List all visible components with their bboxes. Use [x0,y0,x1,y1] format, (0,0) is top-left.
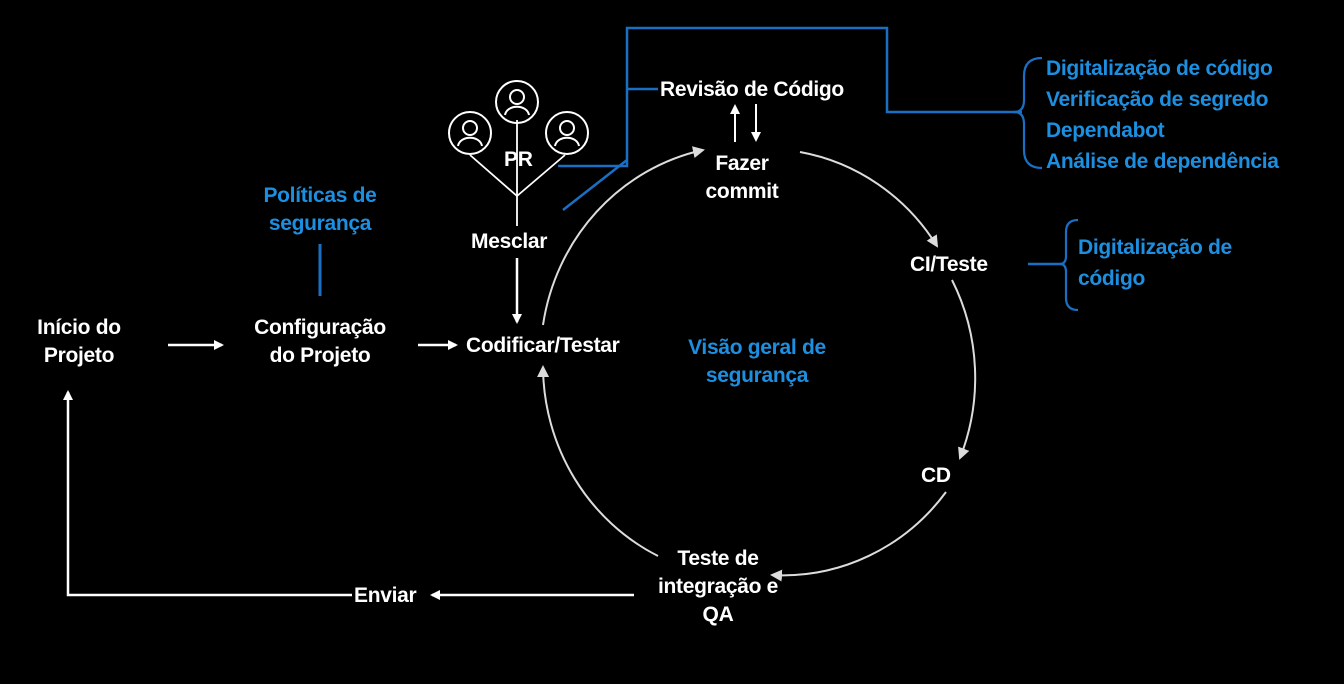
node-pr: PR [504,148,533,171]
reviewer-right-icon [545,111,589,155]
review-check-item: Dependabot [1046,119,1165,142]
node-commit-line1: Fazer [715,152,769,175]
node-integration-qa-line2: integração e [657,575,779,598]
node-cd: CD [921,464,951,487]
cycle-arc-commit-ci [799,151,939,248]
node-integration-qa-line3: QA [702,603,734,626]
arrow-ship-to-start [63,390,352,597]
node-project-start: Início do Projeto [34,314,124,370]
ci-checks-list: Digitalização de código [1078,232,1232,294]
annotation-security-overview: Visão geral de segurança [664,334,850,390]
pr-connector-right [516,154,566,197]
review-check-item: Verificação de segredo [1046,88,1269,111]
review-checks-list: Digitalização de código Verificação de s… [1046,53,1279,177]
review-checks-brace [1013,56,1043,170]
pr-to-review-checks-line [558,26,1022,168]
review-check-item: Digitalização de código [1046,57,1273,80]
node-integration-qa: Teste de integração e QA [638,545,798,629]
annotation-security-overview-line2: segurança [705,364,809,387]
node-code-test: Codificar/Testar [466,334,620,357]
node-ci-test: CI/Teste [910,253,988,276]
ci-check-item: Digitalização de [1078,236,1232,259]
merge-to-review-line [562,159,628,211]
annotation-security-policies-line2: segurança [268,212,372,235]
cycle-arc-qa-code [537,365,659,557]
review-check-item: Análise de dependência [1046,150,1279,173]
node-project-config: Configuração do Projeto [236,314,404,370]
node-project-config-line2: do Projeto [269,344,371,367]
reviewer-left-icon [448,111,492,155]
node-project-config-line1: Configuração [254,316,386,339]
ci-check-item: código [1078,267,1146,290]
node-merge: Mesclar [471,230,548,253]
node-integration-qa-line1: Teste de [677,547,759,570]
annotation-security-overview-line1: Visão geral de [688,336,826,359]
cycle-arc-ci-cd [951,279,977,460]
ci-checks-brace [1059,218,1079,312]
reviewer-center-icon [495,80,539,124]
annotation-security-policies: Políticas de segurança [234,182,406,238]
annotation-security-policies-line1: Políticas de [263,184,377,207]
node-commit: Fazer commit [697,150,787,206]
node-ship: Enviar [354,584,417,607]
cycle-arc-cd-qa [770,491,947,582]
cycle-arc-code-commit [542,146,705,326]
node-project-start-line2: Projeto [43,344,115,367]
node-project-start-line1: Início do [37,316,121,339]
node-commit-line2: commit [705,180,779,203]
node-code-review: Revisão de Código [660,78,844,101]
pr-connector-left [469,154,518,197]
